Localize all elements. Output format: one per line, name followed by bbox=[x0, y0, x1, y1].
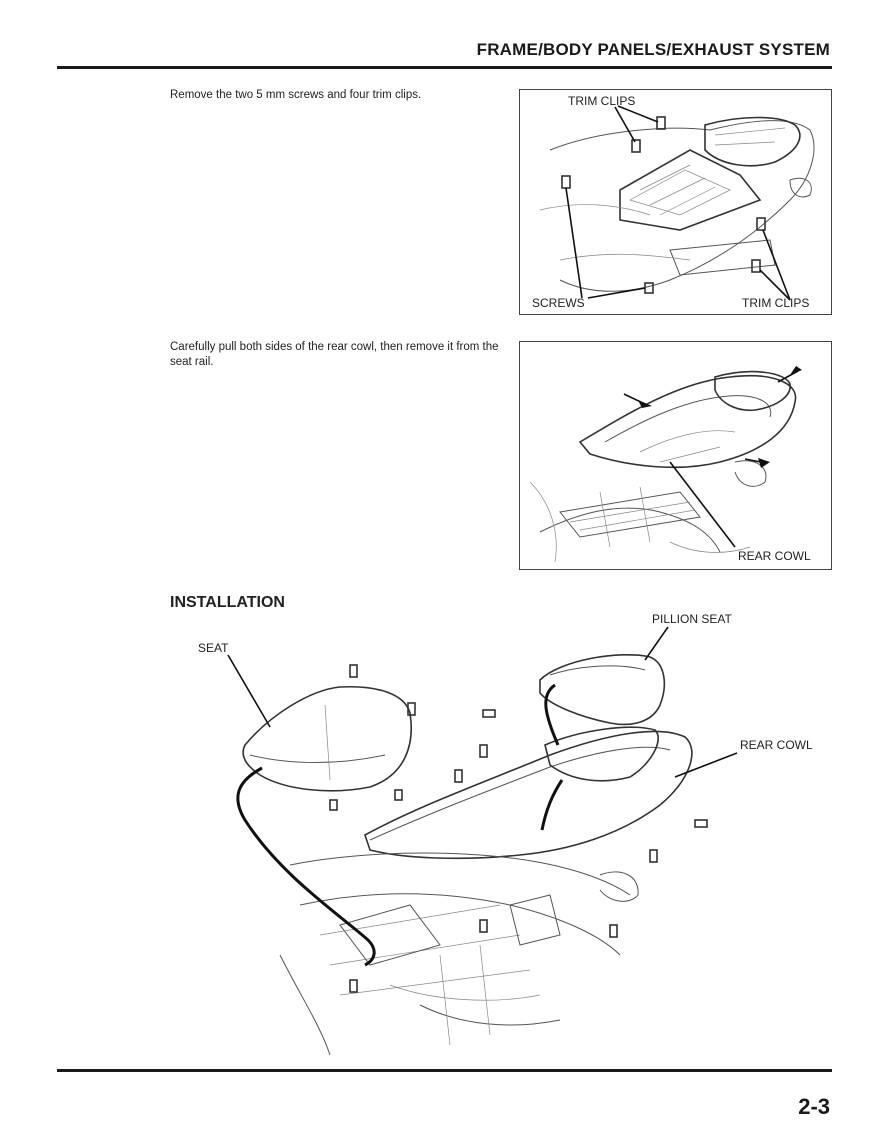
installation-heading: INSTALLATION bbox=[170, 594, 285, 611]
label-screws: SCREWS bbox=[532, 296, 585, 310]
figure2-illustration bbox=[529, 366, 802, 563]
label-pillion-seat: PILLION SEAT bbox=[652, 612, 732, 626]
label-seat: SEAT bbox=[198, 641, 229, 655]
label-rear-cowl-removal: REAR COWL bbox=[738, 549, 811, 563]
header-rule bbox=[57, 66, 832, 69]
label-trim-clips-top: TRIM CLIPS bbox=[568, 94, 636, 108]
figure-screws-trim-clips: TRIM CLIPS SCREWS TRIM CLIPS bbox=[519, 89, 832, 315]
page-header-title: FRAME/BODY PANELS/EXHAUST SYSTEM bbox=[476, 40, 830, 59]
footer-rule bbox=[57, 1069, 832, 1072]
step2-instruction: Carefully pull both sides of the rear co… bbox=[170, 341, 499, 368]
figure-rear-cowl-removal: REAR COWL bbox=[519, 341, 832, 570]
label-rear-cowl-installation: REAR COWL bbox=[740, 738, 813, 752]
page-number: 2-3 bbox=[798, 1094, 830, 1119]
label-trim-clips-right: TRIM CLIPS bbox=[742, 296, 810, 310]
step1-instruction: Remove the two 5 mm screws and four trim… bbox=[170, 89, 422, 101]
figure1-illustration bbox=[539, 105, 815, 301]
figure-installation: SEAT PILLION SEAT REAR COWL bbox=[190, 605, 830, 1060]
installation-illustration bbox=[227, 626, 738, 1056]
